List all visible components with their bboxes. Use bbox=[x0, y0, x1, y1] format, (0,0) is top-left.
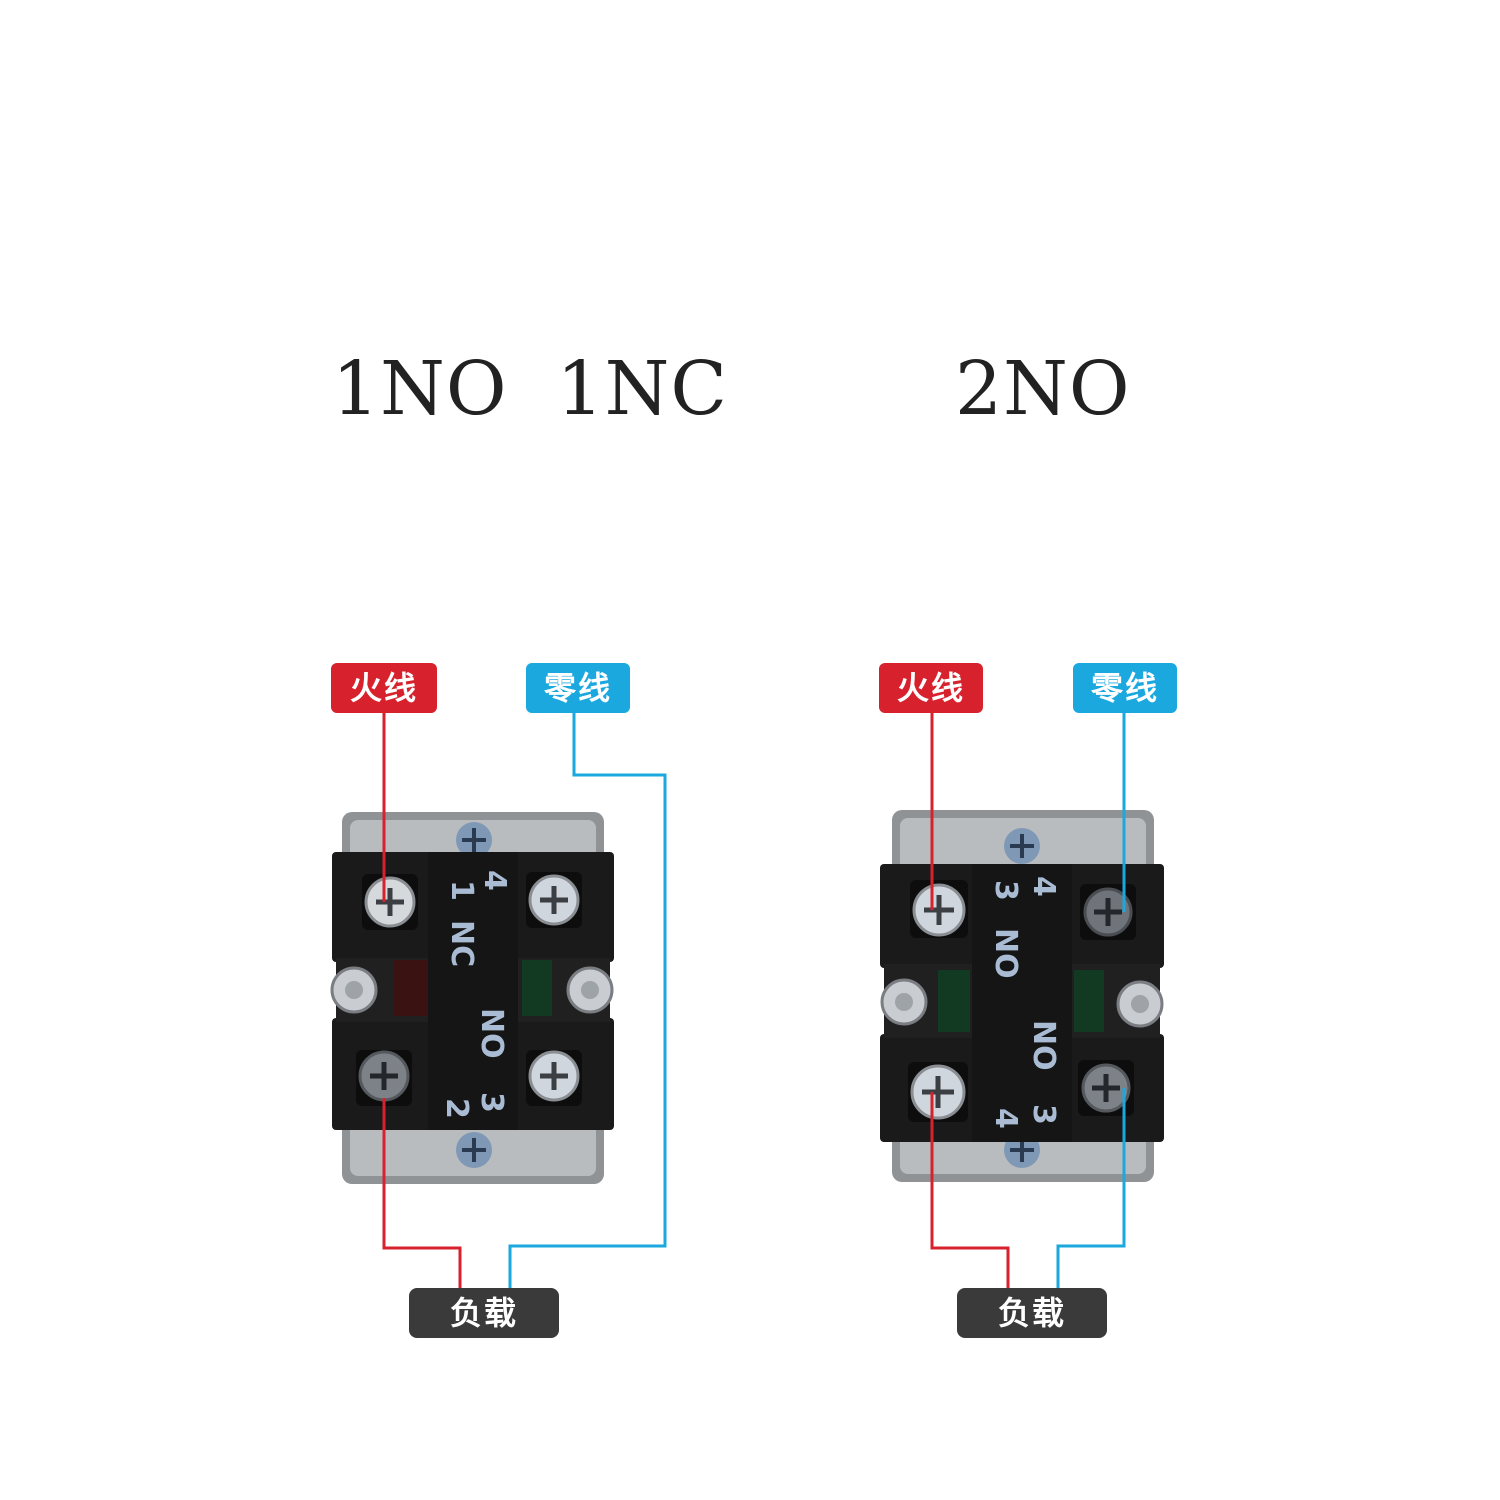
contact-type-label: NO bbox=[988, 928, 1023, 979]
label-strip bbox=[428, 852, 518, 1130]
neutral-wire bbox=[508, 712, 667, 1288]
label-strip bbox=[972, 864, 1072, 1142]
terminal-label: 3 bbox=[1026, 1104, 1061, 1125]
contact-type-label: NC bbox=[444, 920, 479, 967]
no-indicator-window bbox=[522, 960, 552, 1016]
live-wire-out bbox=[930, 1092, 1010, 1288]
terminal-label: 1 bbox=[444, 880, 479, 901]
no-indicator-window bbox=[1074, 970, 1104, 1032]
no-indicator-window bbox=[938, 970, 970, 1032]
nc-indicator-window bbox=[394, 960, 428, 1016]
load-tag: 负载 bbox=[409, 1288, 559, 1338]
neutral-wire-tag: 零线 bbox=[526, 663, 630, 713]
terminal-label: 4 bbox=[477, 870, 512, 891]
heading-1no-1nc: 1NO 1NC bbox=[332, 346, 728, 432]
contact-type-label: NO bbox=[474, 1008, 509, 1059]
terminal-label: 3 bbox=[474, 1092, 509, 1113]
terminal-label: 3 bbox=[988, 880, 1023, 901]
live-wire-tag: 火线 bbox=[879, 663, 983, 713]
neutral-wire-out bbox=[1056, 1088, 1126, 1288]
terminal-label: 4 bbox=[988, 1108, 1023, 1129]
heading-2no: 2NO bbox=[955, 346, 1131, 432]
terminal-label: 4 bbox=[1026, 876, 1061, 897]
live-wire-tag: 火线 bbox=[331, 663, 437, 713]
live-wire-out bbox=[382, 1098, 462, 1288]
contact-type-label: NO bbox=[1026, 1020, 1061, 1071]
neutral-wire-tag: 零线 bbox=[1073, 663, 1177, 713]
load-tag: 负载 bbox=[957, 1288, 1107, 1338]
terminal-label: 2 bbox=[439, 1098, 474, 1119]
